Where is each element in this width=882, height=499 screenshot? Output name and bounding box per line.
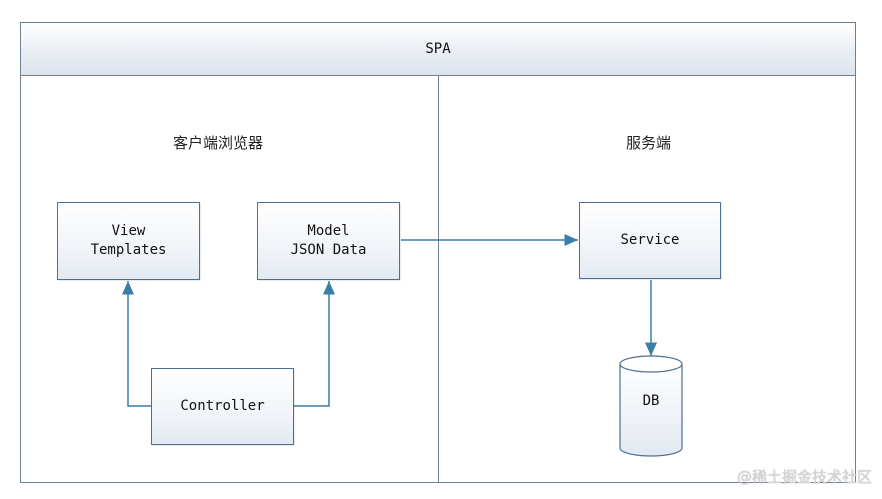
db-cylinder (619, 355, 683, 457)
controller-node: Controller (151, 368, 294, 445)
view-templates-node: View Templates (57, 202, 200, 280)
service-node: Service (579, 202, 721, 279)
spa-title: SPA (21, 23, 855, 76)
server-label: 服务端 (626, 134, 672, 152)
controller-to-view-arrow (122, 281, 152, 407)
watermark: @稀土掘金技术社区 (736, 468, 872, 486)
controller-to-model-arrow (294, 281, 335, 407)
db-label: DB (642, 393, 660, 409)
client-browser-label: 客户端浏览器 (173, 134, 264, 152)
section-divider (438, 76, 439, 482)
model-json-data-node: Model JSON Data (257, 202, 400, 280)
